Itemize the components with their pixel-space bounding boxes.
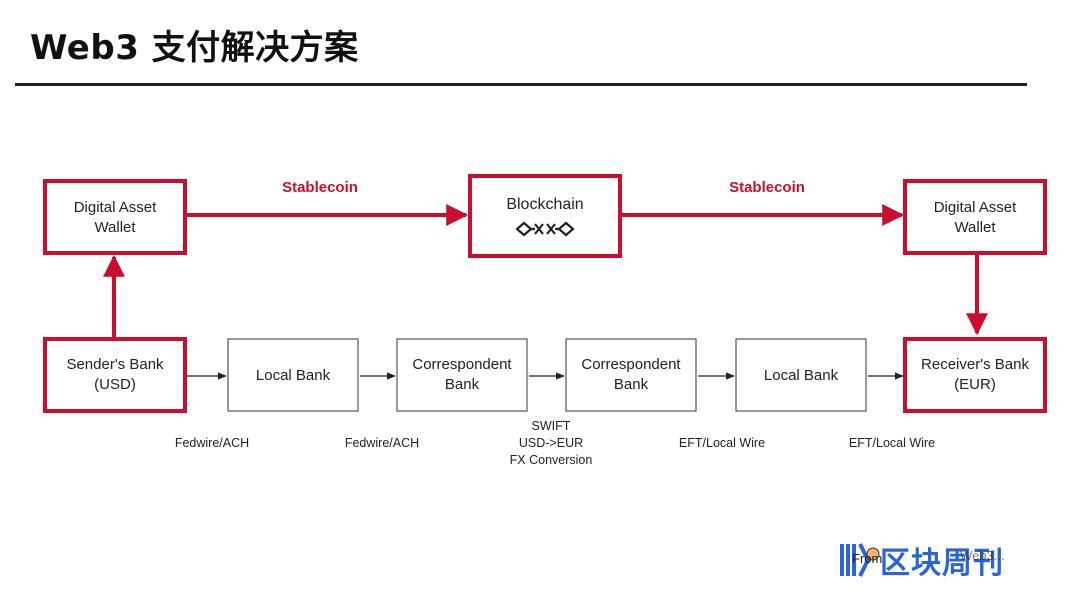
edge-label-2-line1: SWIFT [532,419,571,433]
node-sender-wallet-line2: Wallet [94,219,136,236]
chain-link-icon [515,221,575,237]
node-blockchain: Blockchain [468,174,622,258]
node-bank-0-line1: Sender's Bank [66,356,164,373]
node-bank-5-box [903,337,1047,413]
node-bank-5-line1: Receiver's Bank [921,356,1029,373]
node-receiver-wallet-line1: Digital Asset [934,199,1017,216]
edge-label-stablecoin-right: Stablecoin [729,179,805,196]
node-bank-1-box [227,338,359,412]
node-bank-5: Receiver's Bank (EUR) [903,337,1047,413]
edge-label-0-line1: Fedwire/ACH [175,436,249,450]
node-bank-0-line2: (USD) [94,376,136,393]
node-bank-2-box [396,338,528,412]
node-bank-3-box [565,338,697,412]
edge-label-stablecoin-left: Stablecoin [282,179,358,196]
node-receiver-wallet: Digital Asset Wallet [903,179,1047,255]
edge-label-2-line3: FX Conversion [510,453,593,467]
edge-label-4-line1: EFT/Local Wire [849,436,935,450]
node-bank-3-line1: Correspondent [581,356,681,373]
node-receiver-wallet-line2: Wallet [954,219,996,236]
node-bank-0: Sender's Bank (USD) [43,337,187,413]
node-sender-wallet-line1: Digital Asset [74,199,157,216]
brand-logo-icon [840,543,880,577]
node-bank-1-line1: Local Bank [256,367,331,384]
node-bank-4-box [735,338,867,412]
node-bank-0-box [43,337,187,413]
node-sender-wallet: Digital Asset Wallet [43,179,187,255]
node-bank-2-line1: Correspondent [412,356,512,373]
node-bank-4-line1: Local Bank [764,367,839,384]
watermark-brand: 区块周刊 [880,546,1004,581]
title-divider [15,83,1027,86]
node-bank-4: Local Bank [735,338,867,412]
bottom-row: Sender's Bank (USD) Local Bank Corresponden… [43,337,1047,467]
node-blockchain-label: Blockchain [506,196,583,213]
node-bank-3-line2: Bank [614,376,649,393]
watermark-source: Web3... [960,548,1005,563]
page-title: Web3 支付解决方案 [30,28,359,68]
node-bank-5-line2: (EUR) [954,376,996,393]
node-bank-1: Local Bank [227,338,359,412]
edge-label-2-line2: USD->EUR [519,436,583,450]
edge-label-1-line1: Fedwire/ACH [345,436,419,450]
edge-label-3-line1: EFT/Local Wire [679,436,765,450]
node-bank-2-line2: Bank [445,376,480,393]
watermark-from: From: [852,551,886,566]
